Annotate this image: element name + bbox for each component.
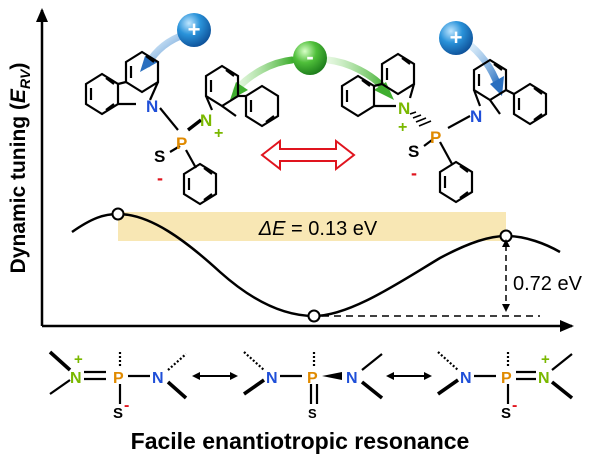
energy-axes xyxy=(36,8,574,332)
right-n1-label: N xyxy=(398,99,410,118)
rs3-n: N xyxy=(460,370,472,387)
right-n2-label: N xyxy=(470,107,482,126)
rs2-n-right: N xyxy=(346,370,358,387)
plus-ball-left: + xyxy=(140,13,211,72)
minimum-point xyxy=(307,309,321,323)
left-s-charge: - xyxy=(157,168,163,188)
bottom-caption: Facile enantiotropic resonance xyxy=(131,428,470,454)
rs1-n-plus: N xyxy=(70,370,82,387)
minus-ball-icon xyxy=(293,41,327,75)
double-headed-red-arrow-icon xyxy=(260,138,356,172)
right-n1-charge: + xyxy=(398,119,407,136)
right-p-label: P xyxy=(430,128,441,147)
left-molecule xyxy=(84,50,280,206)
rs1-n: N xyxy=(152,370,164,387)
right-s-charge: - xyxy=(411,163,417,183)
resonance-structure-1 xyxy=(48,350,188,404)
svg-text:+: + xyxy=(188,17,201,42)
left-s-label: S xyxy=(154,147,165,166)
rs2-p: P xyxy=(307,370,318,387)
right-maximum-point xyxy=(499,229,513,243)
depth-label: 0.72 eV xyxy=(513,273,583,295)
rs3-n-plus-charge: + xyxy=(541,351,550,368)
svg-text:-: - xyxy=(306,44,313,69)
right-s-label: S xyxy=(408,142,419,161)
rs2-n-left: N xyxy=(266,370,278,387)
left-n1-label: N xyxy=(146,97,158,116)
barrier-label: ΔE = 0.13 eV xyxy=(258,218,378,240)
rs3-s-charge: - xyxy=(512,397,517,414)
left-n2-label: N xyxy=(200,111,212,130)
rs1-n-plus-charge: + xyxy=(74,351,83,368)
rs2-s: S xyxy=(308,406,317,421)
resonance-structure-2 xyxy=(242,350,384,404)
rs1-p: P xyxy=(113,370,124,387)
barrier-band xyxy=(118,212,506,241)
y-axis-label: Dynamic tuning (ERV) xyxy=(7,63,33,274)
left-n2-charge: + xyxy=(214,125,223,142)
plus-ball-icon xyxy=(177,13,211,47)
svg-text:+: + xyxy=(450,25,463,50)
rs1-s: S xyxy=(113,405,123,422)
plus-ball-icon xyxy=(439,21,473,55)
rs3-n-plus: N xyxy=(538,370,550,387)
left-maximum-point xyxy=(111,207,125,221)
minus-ball-center: - xyxy=(230,41,394,100)
resonance-structure-3 xyxy=(436,350,574,404)
rs3-p: P xyxy=(501,370,512,387)
left-p-label: P xyxy=(176,134,187,153)
right-molecule xyxy=(340,52,548,204)
rs1-s-charge: - xyxy=(124,397,129,414)
rs3-s: S xyxy=(501,405,511,422)
plus-ball-right: + xyxy=(439,21,504,96)
